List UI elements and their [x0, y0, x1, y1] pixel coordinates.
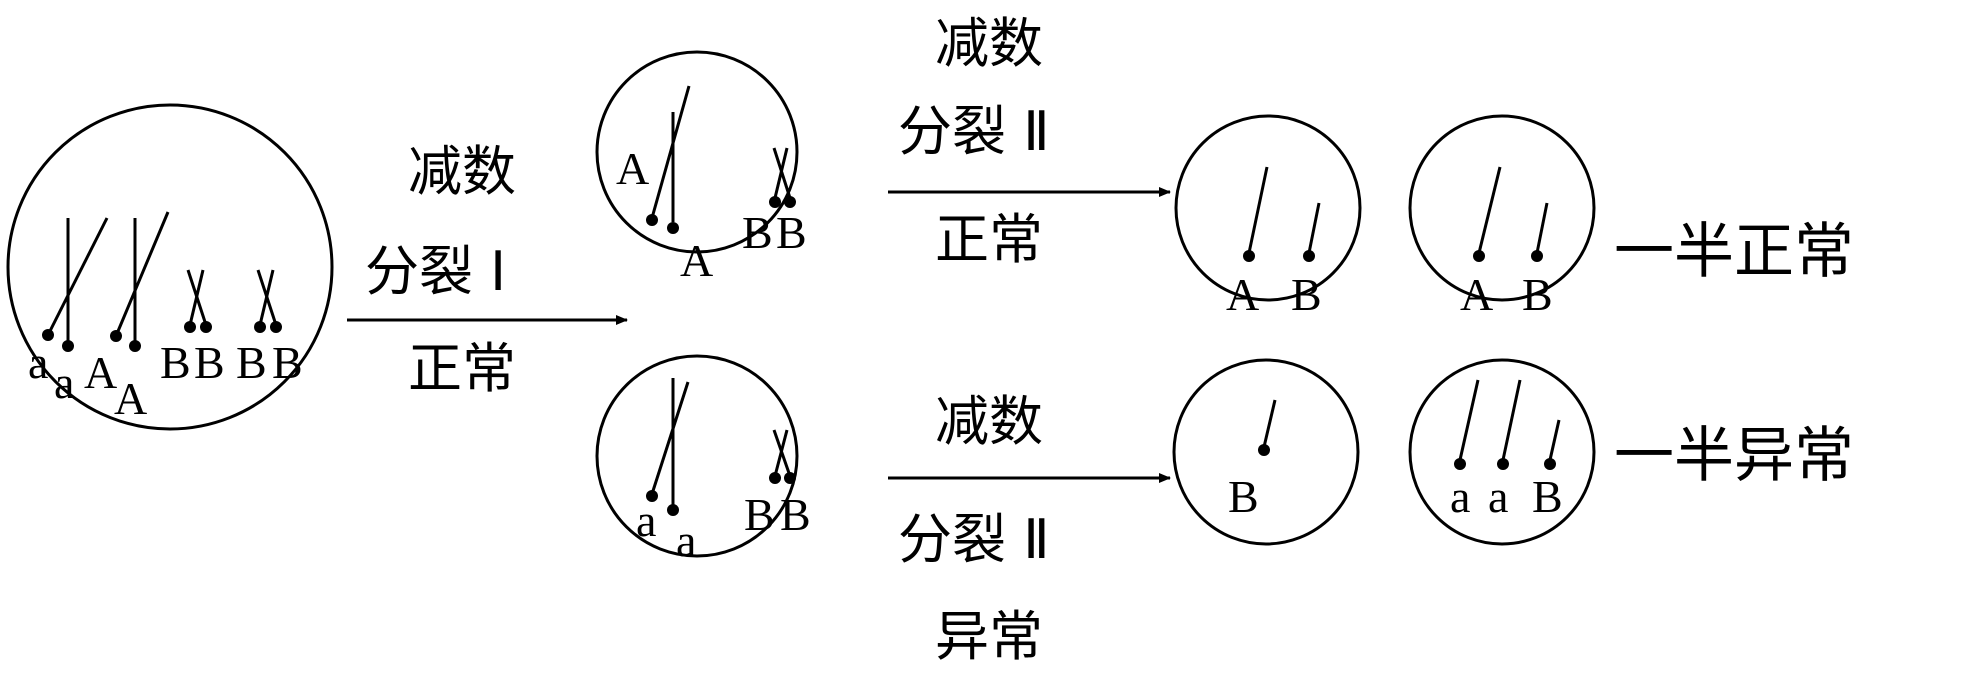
gene-label: A [84, 347, 117, 398]
gene-label: B [160, 337, 191, 388]
gene-label: A [114, 373, 147, 424]
gene-label: B [780, 489, 811, 540]
chromosome-pair-B-2 [254, 269, 282, 333]
gene-label: B [1522, 269, 1553, 320]
gene-label: a [676, 515, 696, 566]
chromosome-pair-B-1 [184, 269, 212, 333]
gene-label: B [236, 337, 267, 388]
meiosis2-abnormal-label-line2: 分裂 Ⅱ [898, 508, 1050, 571]
gene-label: A [1226, 269, 1259, 320]
chromosome-pair-a [42, 217, 109, 352]
meiosis2-normal-arrow-group: 减数 分裂 Ⅱ 正常 [888, 12, 1171, 271]
secondary-cell-bottom: a a B B [595, 354, 811, 566]
parent-cell: a a A A B B B B [6, 103, 334, 431]
gene-label: A [1460, 269, 1493, 320]
meiosis1-arrow-group: 减数 分裂 Ⅰ 正常 [347, 140, 628, 400]
gene-label: A [680, 235, 713, 286]
secondary-cell-top: A A B B [595, 50, 807, 286]
gene-label: B [1291, 269, 1322, 320]
gene-label: B [272, 337, 303, 388]
gene-label: a [54, 357, 74, 408]
meiosis2-abnormal-label-line3: 异常 [935, 605, 1043, 668]
gene-label: a [636, 495, 656, 546]
gene-label: a [28, 337, 48, 388]
gene-label: a [1450, 471, 1470, 522]
chromosome-pair-A [110, 211, 170, 352]
meiosis2-abnormal-label-line1: 减数 [935, 390, 1043, 453]
result-normal-label: 一半正常 [1614, 217, 1854, 287]
meiosis2-normal-label-line1: 减数 [935, 12, 1043, 75]
gene-label: B [776, 207, 807, 258]
meiosis1-label-line3: 正常 [408, 337, 516, 400]
meiosis1-label-line2: 分裂 Ⅰ [365, 240, 506, 303]
meiosis2-normal-label-line3: 正常 [935, 208, 1043, 271]
gamete-normal-1: A B [1174, 114, 1362, 320]
meiosis1-label-line1: 减数 [408, 140, 516, 203]
gamete-normal-2: A B [1408, 114, 1596, 320]
gamete-abnormal-1: B [1172, 358, 1360, 546]
gene-label: A [616, 143, 649, 194]
gamete-abnormal-2: a a B [1408, 358, 1596, 546]
gene-label: B [1228, 471, 1259, 522]
gene-label: B [744, 489, 775, 540]
gene-label: B [742, 207, 773, 258]
result-abnormal-label: 一半异常 [1614, 421, 1854, 491]
gene-label: a [1488, 471, 1508, 522]
meiosis2-abnormal-arrow-group: 减数 分裂 Ⅱ 异常 [888, 390, 1171, 668]
gene-label: B [1532, 471, 1563, 522]
gene-label: B [194, 337, 225, 388]
meiosis2-normal-label-line2: 分裂 Ⅱ [898, 100, 1050, 163]
